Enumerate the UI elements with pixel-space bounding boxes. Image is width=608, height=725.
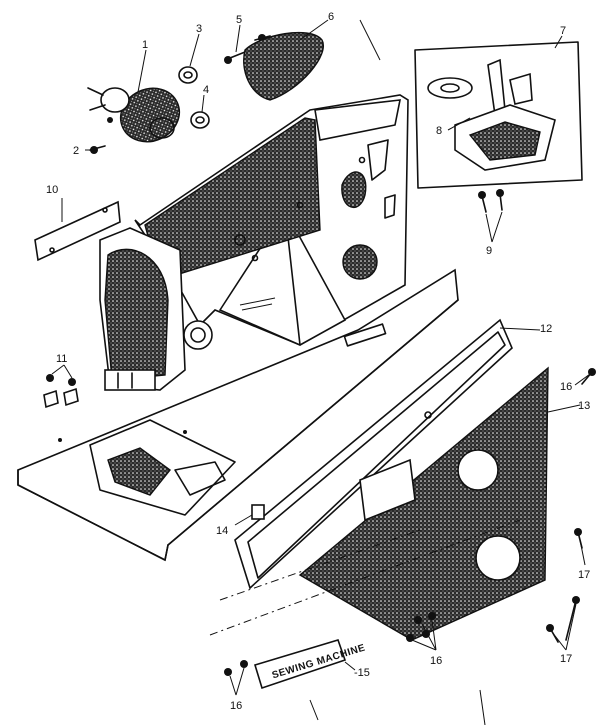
callout-13: 13 — [578, 400, 590, 412]
callout-5: 5 — [236, 14, 242, 26]
base-plate — [17, 268, 459, 562]
clip-part-14 — [251, 504, 265, 520]
callout-16-bottom: 16 — [230, 700, 242, 712]
callout-12: 12 — [540, 323, 552, 335]
callout-17-lower: 17 — [560, 653, 572, 665]
screws-part-11 — [43, 374, 79, 409]
grommet-part-3 — [178, 66, 198, 84]
screws-part-9 — [478, 189, 504, 213]
callout-15: -15 — [354, 667, 370, 679]
gasket-part-12 — [234, 318, 513, 590]
callout-9: 9 — [486, 245, 492, 257]
callout-17-upper: 17 — [578, 569, 590, 581]
callout-10: 10 — [46, 184, 58, 196]
callout-1: 1 — [142, 39, 148, 51]
callout-3: 3 — [196, 23, 202, 35]
screws-part-17 — [546, 528, 583, 643]
callout-16-center: 16 — [430, 655, 442, 667]
callout-16-right: 16 — [560, 381, 572, 393]
machine-frame — [134, 94, 409, 347]
panel-part-13 — [298, 366, 549, 641]
callout-6: 6 — [328, 11, 334, 23]
callout-7: 7 — [560, 25, 566, 37]
face-plate — [99, 227, 213, 391]
leader-lines — [51, 19, 591, 725]
cover-part-6 — [243, 32, 324, 101]
callout-2: 2 — [73, 145, 79, 157]
badge-part-15: SEWING MACHINE — [254, 639, 367, 690]
callout-labels: 1 2 3 4 5 6 7 8 9 10 11 12 13 14 -15 16 … — [46, 11, 590, 712]
callout-8: 8 — [436, 125, 442, 137]
callout-11: 11 — [56, 353, 67, 365]
feed-assembly-part-7 — [414, 41, 583, 189]
callout-14: 14 — [216, 525, 228, 537]
grommet-part-4 — [190, 111, 210, 129]
callout-4: 4 — [203, 84, 209, 96]
plate-part-10 — [34, 200, 121, 262]
motor-part-1 — [87, 87, 181, 143]
